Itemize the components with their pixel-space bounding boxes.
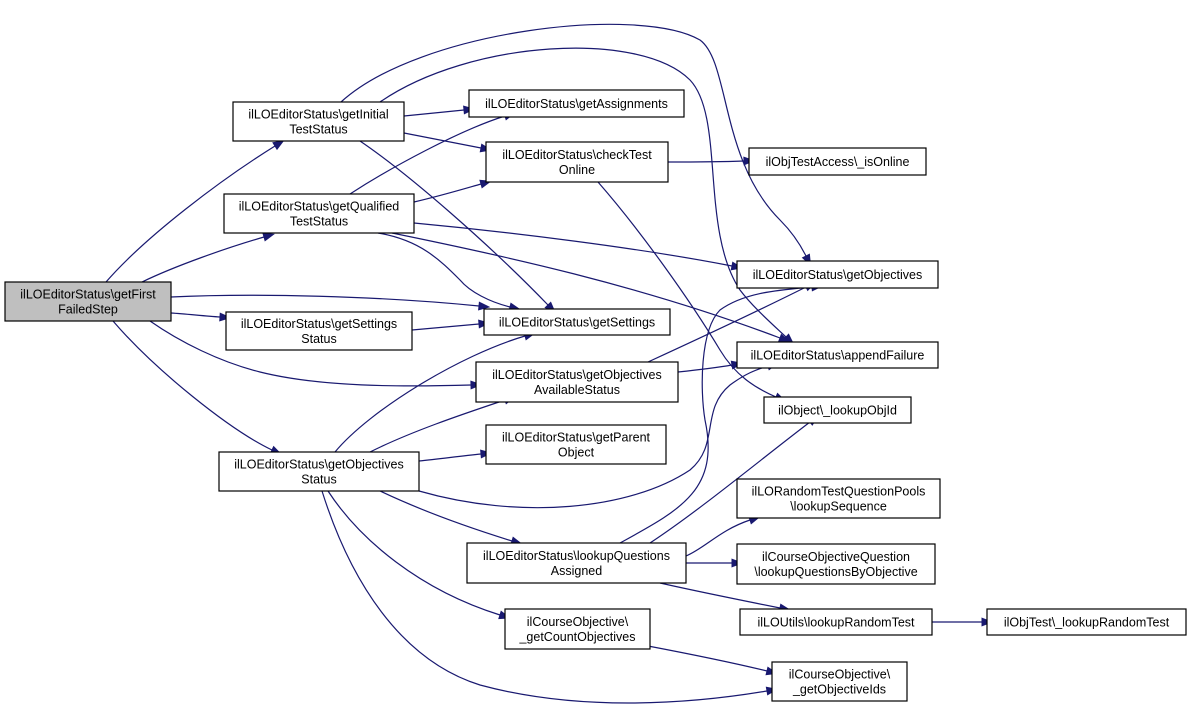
node-box — [468, 89, 685, 118]
node-label-line: ilLOEditorStatus\lookupQuestions — [483, 549, 670, 563]
node-label-line: TestStatus — [289, 123, 347, 137]
node-label-line: ilCourseObjectiveQuestion — [762, 550, 910, 564]
node-getObjectives[interactable]: ilLOEditorStatus\getObjectives — [736, 260, 939, 289]
edge-getSettingsStatus-to-getSettings — [411, 319, 491, 331]
edge-getFirstFailedStep-to-getSettingsStatus — [170, 312, 232, 322]
node-box — [225, 311, 413, 351]
node-label-line: ilLOEditorStatus\getFirst — [20, 288, 156, 302]
edge-getQualifiedTestStatus-to-getObjectives — [413, 222, 744, 271]
edge-lookupQuestionsAssigned-to-lookupRandomTest — [659, 582, 792, 613]
node-appendFailure[interactable]: ilLOEditorStatus\appendFailure — [736, 341, 939, 369]
call-nodes: ilLOEditorStatus\getFirstFailedStepilLOE… — [4, 89, 1187, 702]
edge-getFirstFailedStep-to-getQualifiedTestStatus — [141, 232, 275, 283]
node-label-line: ilLORandomTestQuestionPools — [752, 485, 926, 499]
node-label-line: ilLOEditorStatus\getObjectives — [234, 458, 404, 472]
edge-getInitialTestStatus-to-checkTestOnline — [403, 132, 493, 153]
node-label-line: \lookupSequence — [790, 500, 887, 514]
node-label-line: ilObjTest\_lookupRandomTest — [1004, 616, 1170, 630]
node-label-line: ilObjTestAccess\_isOnline — [766, 155, 910, 169]
node-label-line: AvailableStatus — [534, 383, 620, 397]
node-box — [736, 543, 936, 585]
node-box — [218, 451, 420, 492]
node-lookupSequence[interactable]: ilLORandomTestQuestionPools\lookupSequen… — [736, 478, 941, 519]
node-label-line: Online — [559, 163, 595, 177]
node-label-line: ilLOEditorStatus\appendFailure — [751, 349, 925, 363]
edge-lookupRandomTest-to-objTestLookupRandomTest — [932, 617, 994, 627]
node-lookupObjId[interactable]: ilObject\_lookupObjId — [763, 396, 912, 424]
node-getObjectivesAvailableStatus[interactable]: ilLOEditorStatus\getObjectivesAvailableS… — [475, 361, 679, 403]
node-getObjectiveIds[interactable]: ilCourseObjective\_getObjectiveIds — [771, 661, 908, 702]
edge-getFirstFailedStep-to-getInitialTestStatus — [105, 139, 285, 283]
node-label-line: ilCourseObjective\ — [527, 615, 629, 629]
node-box — [771, 661, 908, 702]
node-label-line: ilLOEditorStatus\getSettings — [241, 317, 397, 331]
node-objTestLookupRandomTest[interactable]: ilObjTest\_lookupRandomTest — [986, 608, 1187, 636]
node-label-line: Status — [301, 332, 336, 346]
node-label-line: FailedStep — [58, 303, 118, 317]
node-box — [986, 608, 1187, 636]
edge-getInitialTestStatus-to-getAssignments — [403, 105, 476, 117]
node-getCountObjectives[interactable]: ilCourseObjective\_getCountObjectives — [504, 608, 651, 650]
edge-getObjectivesAvailableStatus-to-appendFailure — [677, 360, 744, 373]
edge-getFirstFailedStep-to-getSettings — [170, 294, 491, 311]
node-box — [232, 101, 405, 142]
node-label-line: Object — [558, 446, 595, 460]
node-box — [475, 361, 679, 403]
node-label-line: ilLOEditorStatus\getQualified — [239, 200, 400, 214]
node-label-line: ilObject\_lookupObjId — [778, 404, 897, 418]
node-label-line: ilLOEditorStatus\getParent — [502, 431, 651, 445]
node-label-line: ilLOEditorStatus\getObjectives — [492, 368, 662, 382]
node-label-line: ilLOEditorStatus\getObjectives — [753, 268, 923, 282]
edge-checkTestOnline-to-isOnline — [667, 156, 756, 166]
node-label-line: ilLOUtils\lookupRandomTest — [757, 616, 915, 630]
node-box — [466, 542, 687, 584]
node-box — [485, 424, 667, 465]
node-box — [736, 260, 939, 289]
node-getAssignments[interactable]: ilLOEditorStatus\getAssignments — [468, 89, 685, 118]
node-box — [736, 341, 939, 369]
node-label-line: _getObjectiveIds — [792, 683, 886, 697]
node-label-line: ilLOEditorStatus\getInitial — [248, 108, 388, 122]
node-box — [763, 396, 912, 424]
node-lookupRandomTest[interactable]: ilLOUtils\lookupRandomTest — [739, 608, 933, 636]
node-label-line: ilCourseObjective\ — [789, 668, 891, 682]
node-box — [4, 281, 172, 322]
node-box — [223, 193, 415, 234]
node-box — [504, 608, 651, 650]
node-box — [736, 478, 941, 519]
node-getSettings[interactable]: ilLOEditorStatus\getSettings — [483, 308, 671, 336]
node-label-line: _getCountObjectives — [518, 630, 635, 644]
node-label-line: \lookupQuestionsByObjective — [754, 565, 917, 579]
node-label-line: Assigned — [551, 564, 602, 578]
node-lookupQuestionsByObjective[interactable]: ilCourseObjectiveQuestion\lookupQuestion… — [736, 543, 936, 585]
node-box — [748, 147, 927, 176]
node-label-line: ilLOEditorStatus\getAssignments — [485, 97, 668, 111]
node-label-line: ilLOEditorStatus\getSettings — [499, 316, 655, 330]
edge-getCountObjectives-to-getObjectiveIds — [647, 645, 779, 676]
node-box — [739, 608, 933, 636]
node-label-line: TestStatus — [290, 215, 348, 229]
node-box — [485, 141, 669, 183]
node-isOnline[interactable]: ilObjTestAccess\_isOnline — [748, 147, 927, 176]
node-label-line: Status — [301, 473, 336, 487]
edge-lookupQuestionsAssigned-to-lookupQuestionsByObjective — [685, 558, 744, 568]
node-label-line: ilLOEditorStatus\checkTest — [502, 148, 652, 162]
edge-getObjectivesStatus-to-getObjectiveIds — [321, 490, 779, 704]
edge-getObjectivesStatus-to-getParentObject — [418, 449, 493, 462]
node-box — [483, 308, 671, 336]
